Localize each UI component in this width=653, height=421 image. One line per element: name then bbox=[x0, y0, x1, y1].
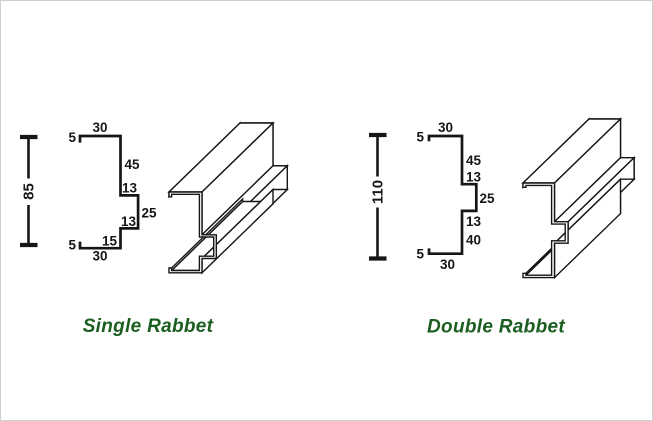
dim-label-top-width: 30 bbox=[438, 120, 453, 135]
single-rabbet-caption: Single Rabbet bbox=[83, 316, 214, 337]
dim-label-stop-width: 25 bbox=[480, 191, 496, 206]
double-profile-labels: 5 30 45 13 25 13 40 5 30 bbox=[416, 120, 495, 272]
dimension-value: 85 bbox=[21, 183, 38, 200]
dim-label-top-width: 30 bbox=[92, 120, 107, 135]
double-rabbet-caption: Double Rabbet bbox=[427, 317, 565, 338]
dim-label-upper-depth: 45 bbox=[125, 157, 141, 172]
dim-label-step-top: 13 bbox=[122, 181, 138, 196]
dim-label-step-bottom: 13 bbox=[466, 214, 482, 229]
dim-label-upper-depth: 45 bbox=[466, 153, 482, 168]
single-profile-3d-view bbox=[167, 121, 290, 275]
dim-label-top-lip: 5 bbox=[68, 130, 76, 145]
double-profile-2d-outline bbox=[427, 134, 478, 256]
dim-label-bottom-lip: 5 bbox=[68, 238, 76, 253]
dim-label-lower-depth: 40 bbox=[466, 233, 481, 248]
dim-label-bottom-width: 30 bbox=[440, 257, 455, 272]
dimension-value: 110 bbox=[370, 180, 387, 204]
single-profile-2d-outline bbox=[78, 134, 140, 250]
single-overall-dimension: 85 bbox=[20, 134, 38, 248]
double-profile-3d-view bbox=[521, 117, 636, 280]
double-rabbet-panel: 110 5 30 45 13 25 13 40 5 30 Double Rabb… bbox=[369, 117, 636, 338]
dim-label-top-lip: 5 bbox=[416, 130, 424, 145]
double-overall-dimension: 110 bbox=[369, 132, 387, 261]
dim-label-lower-depth: 15 bbox=[102, 233, 118, 248]
front-end-face bbox=[522, 182, 569, 279]
dim-label-bottom-width: 30 bbox=[92, 249, 107, 264]
single-rabbet-panel: 85 5 30 45 13 25 13 15 5 30 Single Rabbe… bbox=[20, 120, 290, 337]
dim-label-stop-width: 25 bbox=[142, 206, 158, 221]
dim-label-step-bottom: 13 bbox=[121, 214, 137, 229]
front-end-face bbox=[168, 191, 218, 274]
single-profile-labels: 5 30 45 13 25 13 15 5 30 bbox=[68, 120, 157, 264]
dim-label-step-top: 13 bbox=[466, 170, 482, 185]
dim-label-bottom-lip: 5 bbox=[416, 247, 424, 262]
